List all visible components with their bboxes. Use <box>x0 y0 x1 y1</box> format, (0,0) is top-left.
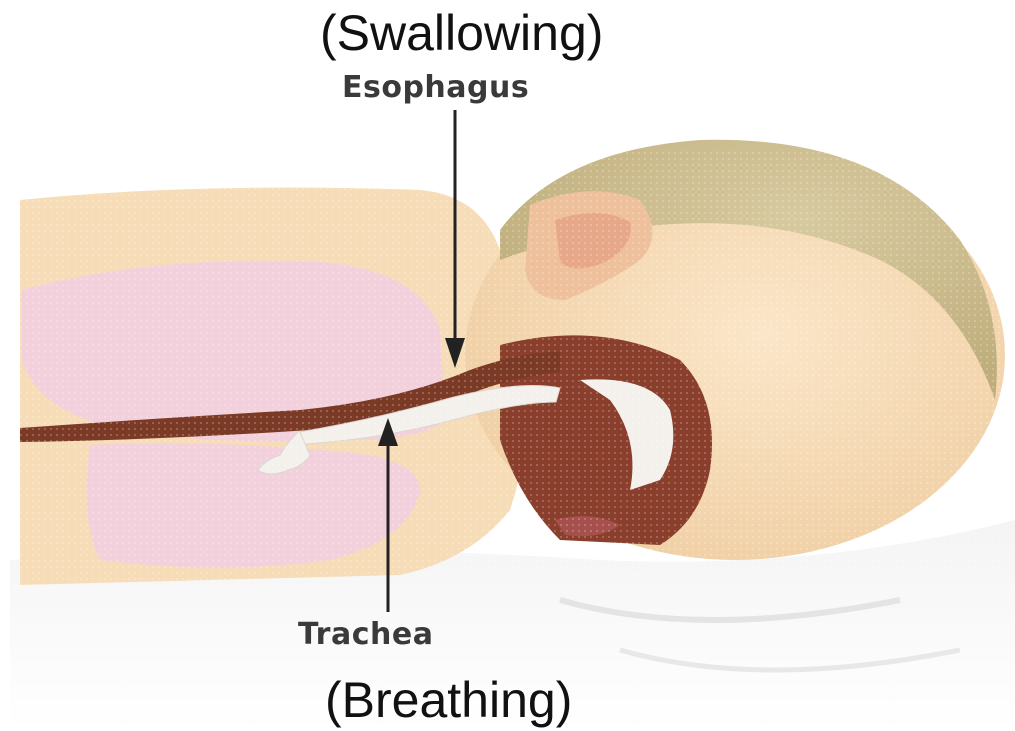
esophagus-function-label: (Swallowing) <box>320 4 603 62</box>
trachea-function-label: (Breathing) <box>325 671 572 729</box>
esophagus-label: Esophagus <box>342 70 529 105</box>
trachea-label: Trachea <box>298 617 433 652</box>
